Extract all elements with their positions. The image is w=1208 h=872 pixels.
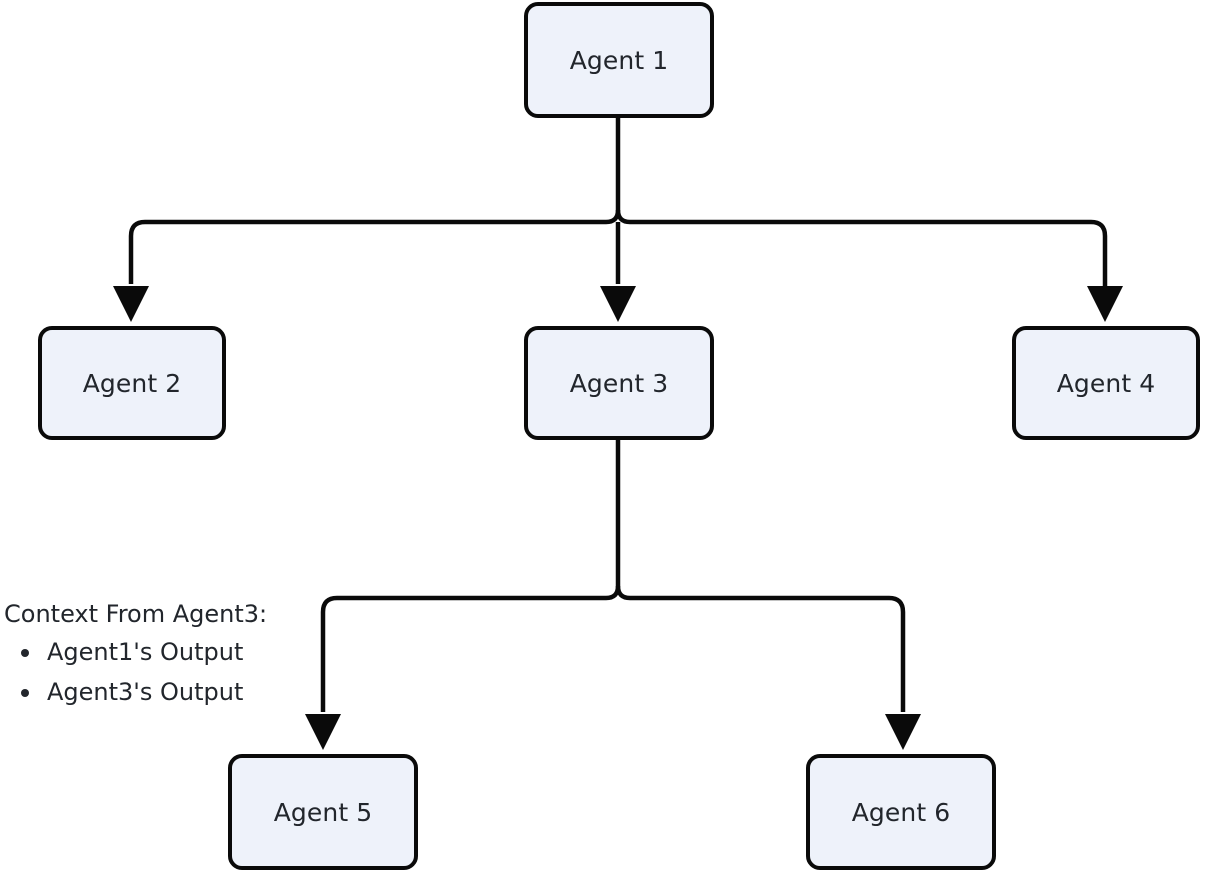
arrowhead-to-agent4 (1087, 286, 1123, 322)
context-note-list: Agent1's Output Agent3's Output (4, 633, 334, 712)
node-agent5[interactable]: Agent 5 (228, 754, 418, 870)
edge-row2-bar-right (630, 595, 906, 712)
node-agent2[interactable]: Agent 2 (38, 326, 226, 440)
context-note: Context From Agent3: Agent1's Output Age… (4, 600, 334, 712)
edge-row1-bar-left (128, 219, 606, 284)
node-agent6-label: Agent 6 (851, 797, 951, 827)
arrowhead-to-agent2 (113, 286, 149, 322)
arrowhead-to-agent5 (305, 714, 341, 750)
context-note-item-label: Agent1's Output (47, 638, 244, 667)
arrowhead-to-agent3 (600, 286, 636, 322)
node-agent2-label: Agent 2 (82, 368, 182, 398)
edge-agent1-fillet-right (615, 209, 631, 225)
context-note-item: Agent1's Output (4, 633, 334, 673)
context-note-item: Agent3's Output (4, 673, 334, 713)
context-note-title: Context From Agent3: (4, 600, 268, 628)
node-agent6[interactable]: Agent 6 (806, 754, 996, 870)
node-agent1-label: Agent 1 (569, 45, 669, 75)
node-agent4[interactable]: Agent 4 (1012, 326, 1200, 440)
bullet-icon (21, 688, 29, 697)
node-agent4-label: Agent 4 (1056, 368, 1156, 398)
edge-row2-bar-left (320, 595, 606, 712)
node-agent3[interactable]: Agent 3 (524, 326, 714, 440)
arrowhead-to-agent6 (885, 714, 921, 750)
context-note-item-label: Agent3's Output (47, 677, 244, 706)
edge-row1-bar-right (630, 219, 1108, 286)
edge-agent3-fillet-right (615, 585, 631, 601)
node-agent5-label: Agent 5 (273, 797, 373, 827)
node-agent1[interactable]: Agent 1 (524, 2, 714, 118)
node-agent3-label: Agent 3 (569, 368, 669, 398)
bullet-icon (21, 648, 29, 657)
